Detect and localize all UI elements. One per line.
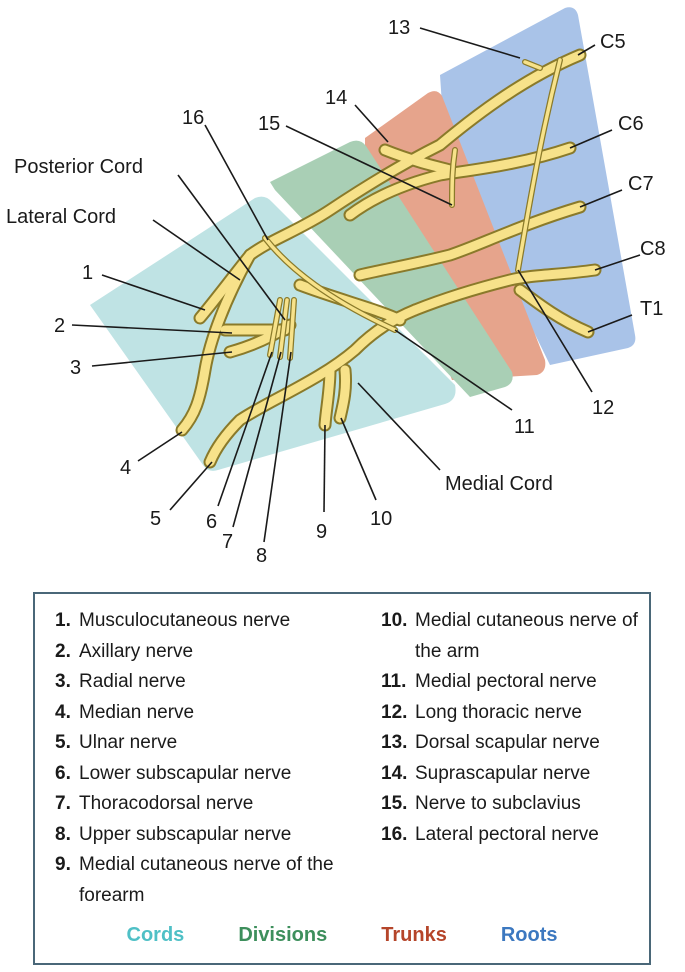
legend-item: 2. Axillary nerve — [55, 637, 375, 668]
callout-16: 16 — [182, 107, 204, 129]
zone-label-divisions: Divisions — [238, 924, 328, 946]
zone-label-trunks: Trunks — [381, 924, 447, 946]
callout-15: 15 — [258, 113, 280, 135]
callout-7: 7 — [222, 531, 233, 553]
callout-1: 1 — [82, 262, 93, 284]
legend-item-text: Suprascapular nerve — [415, 762, 591, 784]
medial-cord-label: Medial Cord — [445, 473, 553, 495]
legend-item-text: Ulnar nerve — [79, 732, 178, 753]
legend-item-number: 9. — [55, 854, 71, 875]
legend-item-number: 4. — [55, 701, 71, 723]
legend-item-number: 10. — [381, 610, 408, 631]
root-label-t1: T1 — [640, 298, 663, 320]
leader-lines — [71, 27, 641, 543]
legend-item-number: 15. — [381, 793, 408, 814]
callout-2: 2 — [54, 315, 65, 337]
legend-item: 8. Upper subscapular nerve — [55, 820, 375, 851]
nerve-network — [175, 48, 602, 469]
legend-item-text: Thoracodorsal nerve — [79, 793, 254, 814]
callout-6: 6 — [206, 511, 217, 533]
legend-item: 16. Lateral pectoral nerve — [381, 820, 646, 851]
legend-item-number: 13. — [381, 732, 408, 753]
legend-item: 13. Dorsal scapular nerve — [381, 728, 646, 759]
legend-item: 7. Thoracodorsal nerve — [55, 789, 375, 820]
legend-item-number: 5. — [55, 732, 71, 753]
legend-item: 3. Radial nerve — [55, 667, 375, 698]
callout-14: 14 — [325, 87, 347, 109]
callout-12: 12 — [592, 397, 614, 419]
legend-item-text: Nerve to subclavius — [415, 793, 581, 814]
legend-item-text: Median nerve — [79, 701, 195, 723]
legend-item: 15. Nerve to subclavius — [381, 789, 646, 820]
callout-10: 10 — [370, 508, 392, 530]
legend-item-number: 1. — [55, 610, 71, 631]
callout-13: 13 — [388, 17, 410, 39]
legend-item-number: 11. — [381, 671, 407, 692]
zone-key: Cords Divisions Trunks Roots — [35, 924, 649, 947]
legend-item-number: 16. — [381, 823, 408, 845]
legend-item: 5. Ulnar nerve — [55, 728, 375, 759]
legend-item-text: Musculocutaneous nerve — [79, 610, 291, 631]
legend-item-text: Upper subscapular nerve — [79, 823, 292, 845]
legend-item-text: Radial nerve — [79, 671, 186, 692]
legend-item-text: Medial cutaneous nerve of the arm — [415, 610, 638, 662]
legend-item-number: 2. — [55, 640, 71, 662]
brachial-plexus-diagram: C5 C6 C7 C8 T1 Posterior Cord Lateral Co… — [6, 7, 666, 567]
legend-item-text: Dorsal scapular nerve — [415, 732, 600, 753]
callout-4: 4 — [120, 457, 131, 479]
legend-item-text: Medial pectoral nerve — [415, 671, 597, 692]
legend-item-text: Long thoracic nerve — [415, 701, 582, 723]
root-label-c6: C6 — [618, 113, 644, 135]
posterior-cord-label: Posterior Cord — [14, 156, 143, 178]
legend-item: 10. Medial cutaneous nerve of the arm — [381, 606, 646, 667]
root-label-c7: C7 — [628, 173, 654, 195]
zone-label-roots: Roots — [500, 924, 558, 946]
legend-item: 12. Long thoracic nerve — [381, 698, 646, 729]
legend-column-right: 10. Medial cutaneous nerve of the arm 11.… — [381, 606, 646, 850]
callout-11: 11 — [514, 416, 535, 438]
legend-item: 9. Medial cutaneous nerve of the forearm — [55, 850, 375, 911]
legend-box: 1. Musculocutaneous nerve 2. Axillary nerv… — [33, 592, 651, 965]
legend-item: 6. Lower subscapular nerve — [55, 759, 375, 790]
legend-item-number: 8. — [55, 823, 71, 845]
legend-item-number: 7. — [55, 793, 71, 814]
legend-item-text: Medial cutaneous nerve of the forearm — [79, 854, 334, 906]
zone-label-cords: Cords — [126, 924, 185, 946]
lateral-cord-label: Lateral Cord — [6, 206, 116, 228]
legend-item: 14. Suprascapular nerve — [381, 759, 646, 790]
legend-item-number: 6. — [55, 762, 71, 784]
legend-item: 4. Median nerve — [55, 698, 375, 729]
legend-column-left: 1. Musculocutaneous nerve 2. Axillary nerv… — [55, 606, 375, 911]
callout-3: 3 — [70, 357, 81, 379]
legend-item: 11. Medial pectoral nerve — [381, 667, 646, 698]
legend-item: 1. Musculocutaneous nerve — [55, 606, 375, 637]
root-label-c8: C8 — [640, 238, 666, 260]
callout-5: 5 — [150, 508, 161, 530]
legend-item-text: Lateral pectoral nerve — [415, 823, 599, 845]
legend-item-number: 12. — [381, 701, 408, 723]
legend-item-text: Lower subscapular nerve — [79, 762, 292, 784]
legend-item-text: Axillary nerve — [79, 640, 194, 662]
legend-item-number: 3. — [55, 671, 71, 692]
legend-item-number: 14. — [381, 762, 408, 784]
root-label-c5: C5 — [600, 31, 626, 53]
callout-8: 8 — [256, 545, 267, 567]
callout-9: 9 — [316, 521, 327, 543]
